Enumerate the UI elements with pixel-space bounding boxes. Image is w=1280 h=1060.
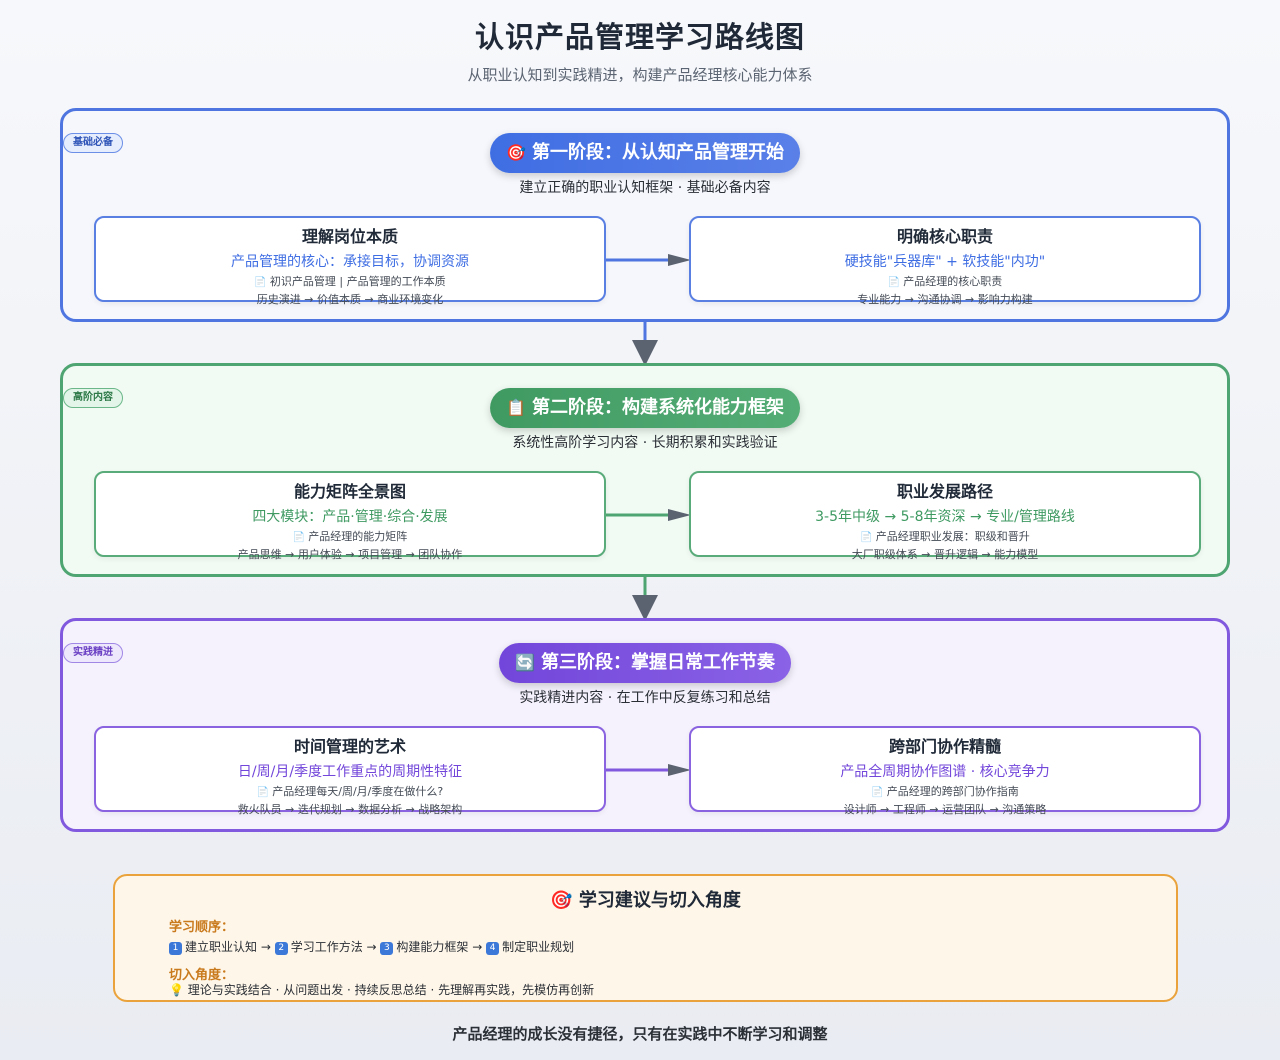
refresh-icon: 🔄 — [515, 653, 535, 672]
stage-2-title: 第二阶段：构建系统化能力框架 — [531, 397, 784, 418]
stage-3-tag: 实践精进 — [63, 643, 123, 663]
footer-note: 产品经理的成长没有捷径，只有在实践中不断学习和调整 — [452, 1025, 828, 1043]
stage-3-title-pill: 🔄 第三阶段：掌握日常工作节奏 — [499, 643, 791, 683]
card-highlight: 3-5年中级 → 5-8年资深 → 专业/管理路线 — [815, 509, 1075, 525]
card-doc: 初识产品管理 | 产品管理的工作本质 — [269, 275, 446, 288]
document-icon: 📄 — [871, 787, 884, 798]
card-title: 能力矩阵全景图 — [293, 482, 406, 501]
card-doc: 产品经理职业发展：职级和晋升 — [875, 530, 1030, 543]
document-icon: 📄 — [254, 277, 267, 288]
stage-3-title: 第三阶段：掌握日常工作节奏 — [540, 652, 775, 673]
card-title: 明确核心职责 — [896, 227, 993, 246]
card-flow: 产品思维 → 用户体验 → 项目管理 → 团队协作 — [237, 548, 463, 561]
page-title: 认识产品管理学习路线图 — [474, 20, 805, 54]
card-highlight: 产品全周期协作图谱 · 核心竞争力 — [840, 764, 1050, 780]
stage-2-tag: 高阶内容 — [63, 388, 123, 408]
header: 认识产品管理学习路线图 从职业认知到实践精进，构建产品经理核心能力体系 — [0, 14, 1280, 85]
card-doc-line: 📄产品经理的核心职责 — [691, 273, 1199, 289]
card-title: 职业发展路径 — [896, 482, 993, 501]
card-doc: 产品经理每天/周/月/季度在做什么? — [272, 785, 444, 798]
angle-label: 切入角度： — [169, 968, 235, 983]
card-doc-line: 📄产品经理的跨部门协作指南 — [691, 783, 1199, 799]
clipboard-icon: 📋 — [506, 398, 526, 417]
document-icon: 📄 — [256, 787, 270, 798]
stage-1-title-pill: 🎯 第一阶段：从认知产品管理开始 — [490, 133, 800, 173]
stage-3-card-2: 跨部门协作精髓 产品全周期协作图谱 · 核心竞争力 📄产品经理的跨部门协作指南 … — [689, 726, 1201, 816]
lightbulb-icon: 💡 — [169, 983, 184, 997]
number-3-icon: 3 — [380, 942, 394, 955]
card-flow: 历史演进 → 价值本质 → 商业环境变化 — [256, 293, 444, 306]
arrow-down-icon — [632, 577, 658, 621]
card-doc: 产品经理的跨部门协作指南 — [886, 785, 1019, 798]
card-highlight: 硬技能"兵器库" + 软技能"内功" — [844, 254, 1046, 270]
card-doc: 产品经理的能力矩阵 — [308, 530, 408, 543]
arrow-right-icon — [606, 254, 691, 266]
arrow-right-icon — [606, 764, 691, 776]
document-icon: 📄 — [887, 277, 901, 288]
card-highlight: 四大模块：产品·管理·综合·发展 — [252, 509, 448, 525]
stage-1-panel: 基础必备 🎯 第一阶段：从认知产品管理开始 建立正确的职业认知框架 · 基础必备内… — [60, 108, 1230, 322]
card-flow: 救火队员 → 迭代规划 → 数据分析 → 战略架构 — [237, 803, 463, 816]
target-icon: 🎯 — [506, 143, 526, 162]
stage-3-panel: 实践精进 🔄 第三阶段：掌握日常工作节奏 实践精进内容 · 在工作中反复练习和总结… — [60, 618, 1230, 832]
page-subtitle: 从职业认知到实践精进，构建产品经理核心能力体系 — [467, 66, 813, 84]
advice-title-text: 学习建议与切入角度 — [578, 890, 741, 911]
target-icon: 🎯 — [550, 890, 573, 911]
number-2-icon: 2 — [274, 942, 288, 955]
arrow-right-icon — [606, 509, 691, 521]
card-doc-line: 📄初识产品管理 | 产品管理的工作本质 — [96, 273, 604, 289]
document-icon: 📄 — [292, 532, 306, 543]
order-step: 建立职业认知 — [185, 940, 258, 954]
order-step: 制定职业规划 — [502, 940, 575, 954]
card-title: 理解岗位本质 — [301, 227, 398, 246]
card-doc-line: 📄产品经理每天/周/月/季度在做什么? — [96, 783, 604, 799]
order-step: 构建能力框架 — [396, 940, 469, 954]
card-highlight: 日/周/月/季度工作重点的周期性特征 — [237, 764, 463, 780]
stage-2-card-2: 职业发展路径 3-5年中级 → 5-8年资深 → 专业/管理路线 📄产品经理职业… — [689, 471, 1201, 561]
card-flow: 大厂职级体系 → 晋升逻辑 → 能力模型 — [851, 548, 1039, 561]
number-4-icon: 4 — [486, 942, 500, 955]
card-flow: 专业能力 → 沟通协调 → 影响力构建 — [857, 293, 1033, 306]
stage-2-panel: 高阶内容 📋 第二阶段：构建系统化能力框架 系统性高阶学习内容 · 长期积累和实践… — [60, 363, 1230, 577]
number-1-icon: 1 — [169, 942, 182, 955]
stage-1-title: 第一阶段：从认知产品管理开始 — [531, 142, 784, 163]
card-title: 时间管理的艺术 — [293, 737, 406, 756]
angle-text: 理论与实践结合 · 从问题出发 · 持续反思总结 · 先理解再实践，先模仿再创新 — [187, 983, 595, 997]
card-highlight: 产品管理的核心：承接目标，协调资源 — [231, 254, 469, 270]
order-label: 学习顺序： — [169, 920, 235, 935]
stage-2-card-1: 能力矩阵全景图 四大模块：产品·管理·综合·发展 📄产品经理的能力矩阵 产品思维… — [94, 471, 606, 561]
arrow-down-icon — [632, 322, 658, 366]
stage-3-desc: 实践精进内容 · 在工作中反复练习和总结 — [519, 690, 771, 706]
stage-2-title-pill: 📋 第二阶段：构建系统化能力框架 — [490, 388, 800, 428]
card-doc: 产品经理的核心职责 — [903, 275, 1003, 288]
stage-1-card-2: 明确核心职责 硬技能"兵器库" + 软技能"内功" 📄产品经理的核心职责 专业能… — [689, 216, 1201, 306]
card-doc-line: 📄产品经理职业发展：职级和晋升 — [691, 528, 1199, 544]
card-title: 跨部门协作精髓 — [888, 737, 1001, 756]
stage-2-desc: 系统性高阶学习内容 · 长期积累和实践验证 — [512, 435, 778, 451]
card-doc-line: 📄产品经理的能力矩阵 — [96, 528, 604, 544]
stage-3-card-1: 时间管理的艺术 日/周/月/季度工作重点的周期性特征 📄产品经理每天/周/月/季… — [94, 726, 606, 816]
stage-1-card-1: 理解岗位本质 产品管理的核心：承接目标，协调资源 📄初识产品管理 | 产品管理的… — [94, 216, 606, 306]
card-flow: 设计师 → 工程师 → 运营团队 → 沟通策略 — [843, 803, 1047, 816]
angle-line: 💡 理论与实践结合 · 从问题出发 · 持续反思总结 · 先理解再实践，先模仿再… — [169, 981, 594, 998]
order-step: 学习工作方法 — [290, 940, 363, 954]
document-icon: 📄 — [860, 532, 873, 543]
stage-1-tag: 基础必备 — [63, 133, 123, 153]
stage-1-desc: 建立正确的职业认知框架 · 基础必备内容 — [519, 180, 771, 196]
advice-title: 🎯 学习建议与切入角度 — [115, 886, 1176, 912]
